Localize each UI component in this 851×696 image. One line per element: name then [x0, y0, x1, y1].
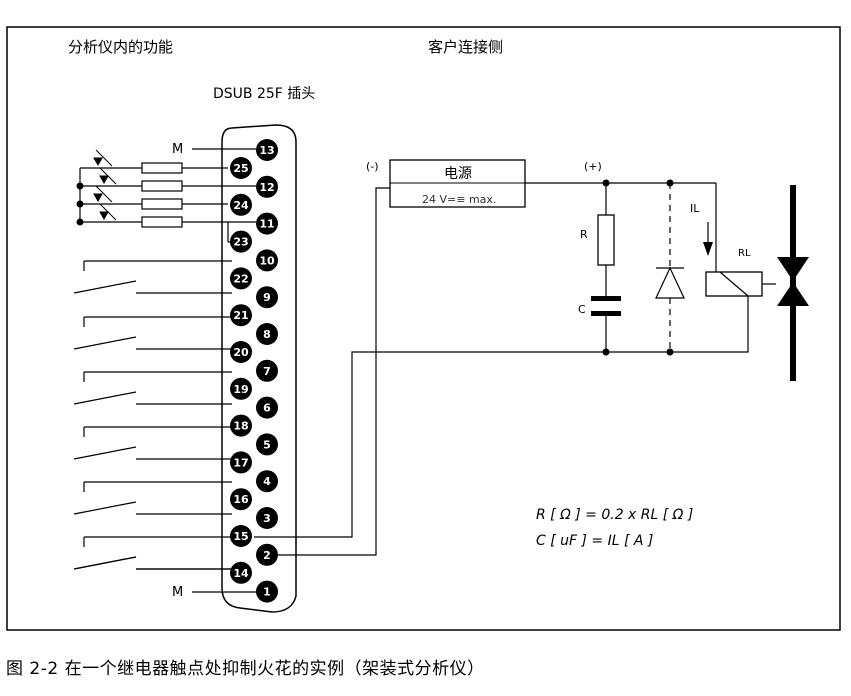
svg-text:20: 20: [233, 346, 249, 359]
current-arrow-icon: [703, 242, 713, 256]
svg-text:10: 10: [259, 254, 275, 267]
pin-12: 12: [256, 175, 278, 198]
pin-14: 14: [230, 561, 252, 584]
pin-11: 11: [256, 212, 278, 235]
svg-text:2: 2: [263, 549, 271, 562]
resistor-r: [597, 214, 615, 266]
svg-text:16: 16: [233, 493, 249, 506]
pin-25: 25: [230, 157, 252, 179]
field-wiring: [254, 182, 749, 556]
diagram-frame: [6, 26, 841, 631]
svg-text:12: 12: [259, 181, 274, 194]
pin-19: 19: [230, 377, 252, 400]
pin-7: 7: [256, 359, 278, 382]
resistor-label: R: [580, 228, 588, 241]
relay-switch-contact: [777, 185, 809, 381]
pin-24: 24: [230, 193, 252, 216]
svg-text:6: 6: [263, 402, 271, 415]
svg-text:15: 15: [233, 530, 248, 543]
pin-23: 23: [230, 230, 252, 253]
pin-22: 22: [230, 267, 252, 290]
svg-text:23: 23: [233, 236, 248, 249]
pin-13: 13: [256, 139, 278, 161]
ground-label-bottom: M: [172, 585, 183, 600]
freewheel-diode-optional: [655, 183, 685, 352]
relay-label: RL: [738, 248, 751, 259]
pin-4: 4: [256, 470, 278, 493]
svg-text:5: 5: [263, 438, 271, 451]
relay-coil: [705, 271, 763, 297]
pin-5: 5: [256, 433, 278, 456]
svg-text:11: 11: [259, 218, 274, 231]
pin-9: 9: [256, 286, 278, 309]
connector-pins: 1312111098765432125242322212019181716151…: [230, 139, 278, 603]
pin-21: 21: [230, 304, 252, 327]
internal-resistor-network: [79, 162, 256, 243]
plus-terminal-label: (+): [584, 160, 602, 173]
capacitor-plate-bottom: [591, 311, 621, 316]
formula-resistor: R [ Ω ] = 0.2 x RL [ Ω ]: [536, 507, 693, 523]
svg-text:1: 1: [263, 586, 271, 599]
svg-text:22: 22: [233, 272, 248, 285]
pin-2: 2: [256, 543, 278, 566]
customer-side-label: 客户连接侧: [428, 38, 503, 56]
ground-label-top: M: [172, 142, 183, 157]
current-label: IL: [690, 202, 700, 215]
svg-text:18: 18: [233, 420, 248, 433]
pin-17: 17: [230, 451, 252, 474]
pin-20: 20: [230, 341, 252, 363]
relay-contacts: [73, 260, 232, 570]
analyzer-side-label: 分析仪内的功能: [68, 38, 173, 56]
svg-text:24: 24: [233, 199, 249, 212]
power-supply-title: 电源: [444, 166, 472, 182]
svg-text:9: 9: [263, 291, 271, 304]
svg-text:14: 14: [233, 567, 249, 580]
pin-16: 16: [230, 488, 252, 511]
pin-8: 8: [256, 323, 278, 345]
figure-caption: 图 2-2 在一个继电器触点处抑制火花的实例（架装式分析仪）: [6, 659, 485, 679]
pin-1: 1: [256, 580, 278, 603]
pin-15: 15: [230, 525, 252, 547]
svg-text:4: 4: [263, 475, 271, 488]
capacitor-plate-top: [591, 296, 621, 301]
svg-text:19: 19: [233, 383, 248, 396]
capacitor-label: C: [578, 303, 586, 316]
svg-text:8: 8: [263, 328, 271, 341]
svg-text:3: 3: [263, 512, 271, 525]
pin-3: 3: [256, 507, 278, 529]
power-supply-spec: 24 V=≡ max.: [422, 193, 496, 206]
svg-text:7: 7: [263, 365, 271, 378]
pin-6: 6: [256, 396, 278, 419]
svg-text:25: 25: [233, 162, 248, 175]
pin-18: 18: [230, 414, 252, 437]
led-symbols: [76, 149, 117, 226]
svg-text:21: 21: [233, 309, 248, 322]
minus-terminal-label: (-): [366, 160, 379, 173]
svg-text:13: 13: [259, 144, 274, 157]
formula-capacitor: C [ uF ] = IL [ A ]: [536, 533, 653, 549]
connector-label: DSUB 25F 插头: [213, 86, 315, 102]
svg-text:17: 17: [233, 456, 248, 469]
pin-10: 10: [256, 249, 278, 272]
